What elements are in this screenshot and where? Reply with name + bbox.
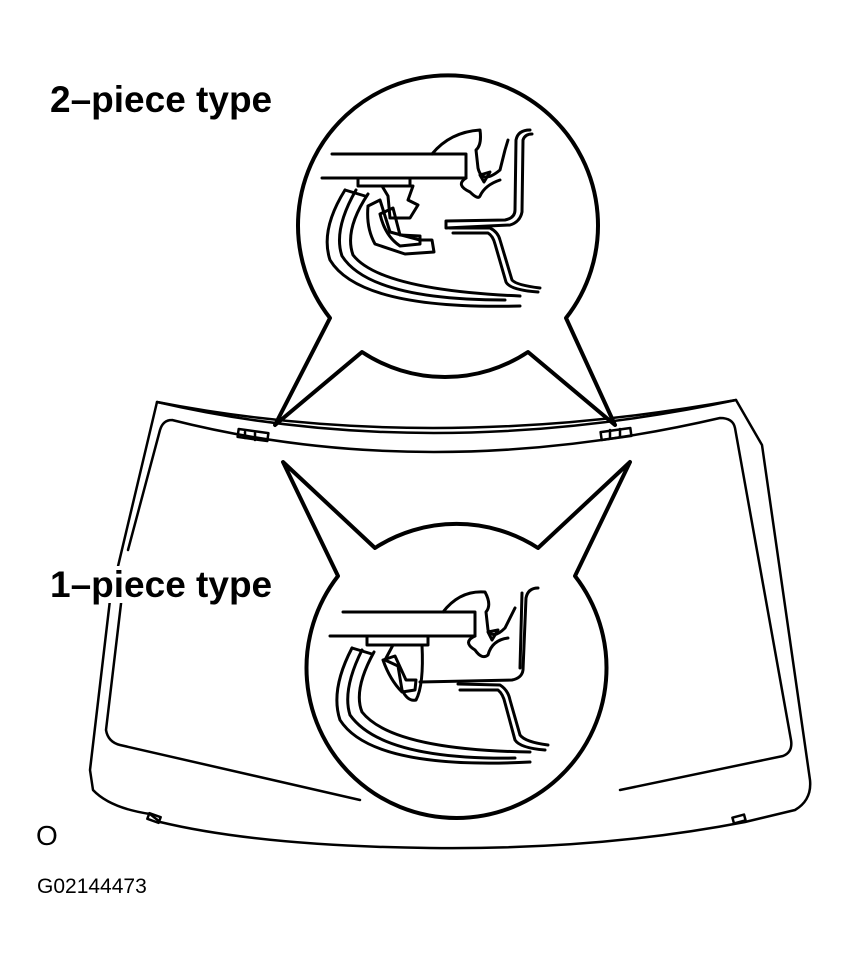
two-piece-callout-bubble — [275, 75, 615, 425]
one-piece-callout-bubble — [283, 462, 630, 818]
right-upper-clip-icon — [601, 428, 632, 440]
one-piece-type-label: 1–piece type — [50, 566, 277, 603]
windshield-top-molding — [157, 400, 736, 428]
one-piece-clip-detail — [330, 588, 548, 763]
left-upper-clip-icon — [238, 429, 269, 441]
two-piece-clip-detail — [322, 130, 540, 306]
two-piece-type-label: 2–piece type — [50, 81, 277, 118]
figure-code-label: G02144473 — [37, 875, 147, 898]
view-marker-label: O — [36, 820, 58, 851]
windshield-inner-outline — [106, 418, 791, 800]
left-lower-clip-icon — [147, 813, 160, 823]
right-lower-clip-icon — [732, 815, 745, 824]
